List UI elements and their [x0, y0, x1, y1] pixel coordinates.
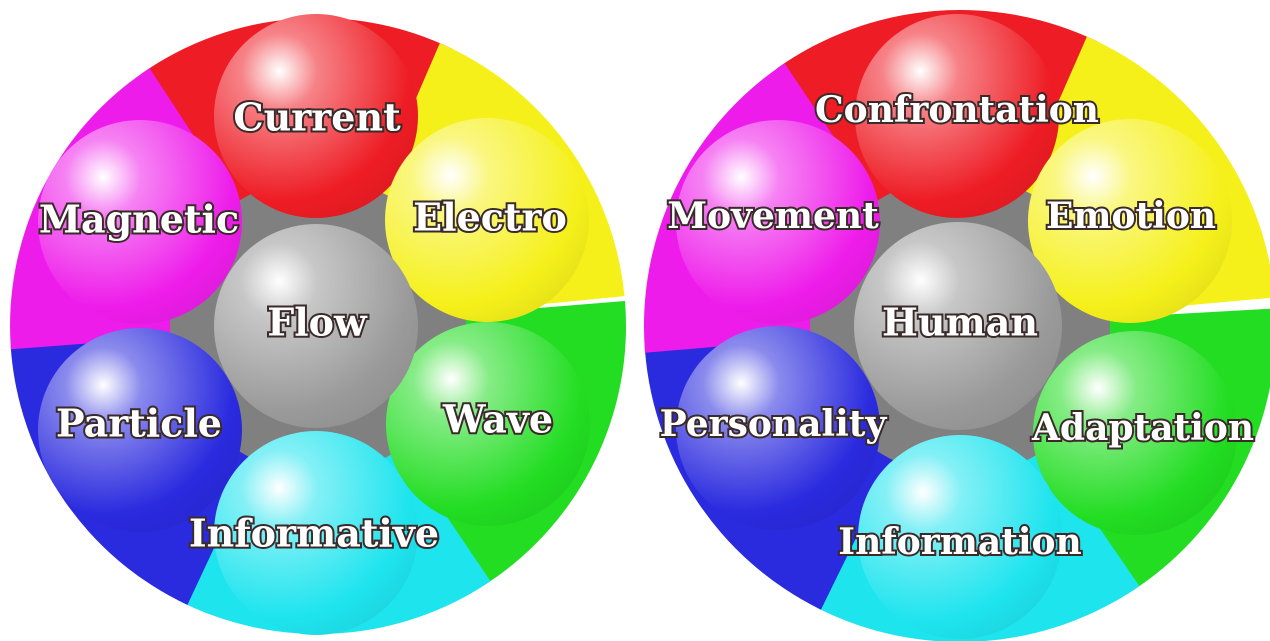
petal-label-adaptation: Adaptation: [1031, 407, 1254, 449]
petal-sphere-information: [858, 435, 1062, 639]
center-label-flow: Flow: [267, 300, 368, 345]
petal-label-movement: Movement: [667, 195, 879, 237]
petal-sphere-particle: [38, 328, 242, 532]
petal-label-electro: Electro: [413, 195, 567, 240]
center-label-human: Human: [882, 300, 1038, 345]
petal-sphere-emotion: [1028, 119, 1232, 323]
petal-label-confrontation: Confrontation: [815, 89, 1099, 131]
petal-sphere-current: [214, 14, 418, 218]
petal-sphere-electro: [385, 118, 589, 322]
petal-label-wave: Wave: [442, 397, 553, 442]
petal-sphere-personality: [676, 326, 880, 530]
petal-sphere-magnetic: [38, 120, 242, 324]
petal-label-informative: Informative: [189, 511, 439, 556]
flow-diagram: Current Electro Wave Informative Particl…: [10, 14, 627, 635]
petal-sphere-confrontation: [855, 14, 1059, 218]
petal-sphere-adaptation: [1033, 331, 1237, 535]
petal-label-particle: Particle: [56, 401, 222, 446]
petal-sphere-informative: [214, 431, 418, 635]
petal-label-personality: Personality: [660, 403, 888, 445]
petal-sphere-wave: [386, 322, 590, 526]
center-sphere: [214, 224, 418, 428]
center-sphere: [854, 222, 1062, 430]
human-diagram: Confrontation Emotion Adaptation Informa…: [643, 9, 1270, 641]
petal-sphere-movement: [676, 120, 880, 324]
petal-label-current: Current: [233, 95, 401, 140]
petal-label-emotion: Emotion: [1046, 195, 1216, 237]
petal-label-information: Information: [838, 521, 1081, 563]
petal-label-magnetic: Magnetic: [39, 197, 239, 242]
